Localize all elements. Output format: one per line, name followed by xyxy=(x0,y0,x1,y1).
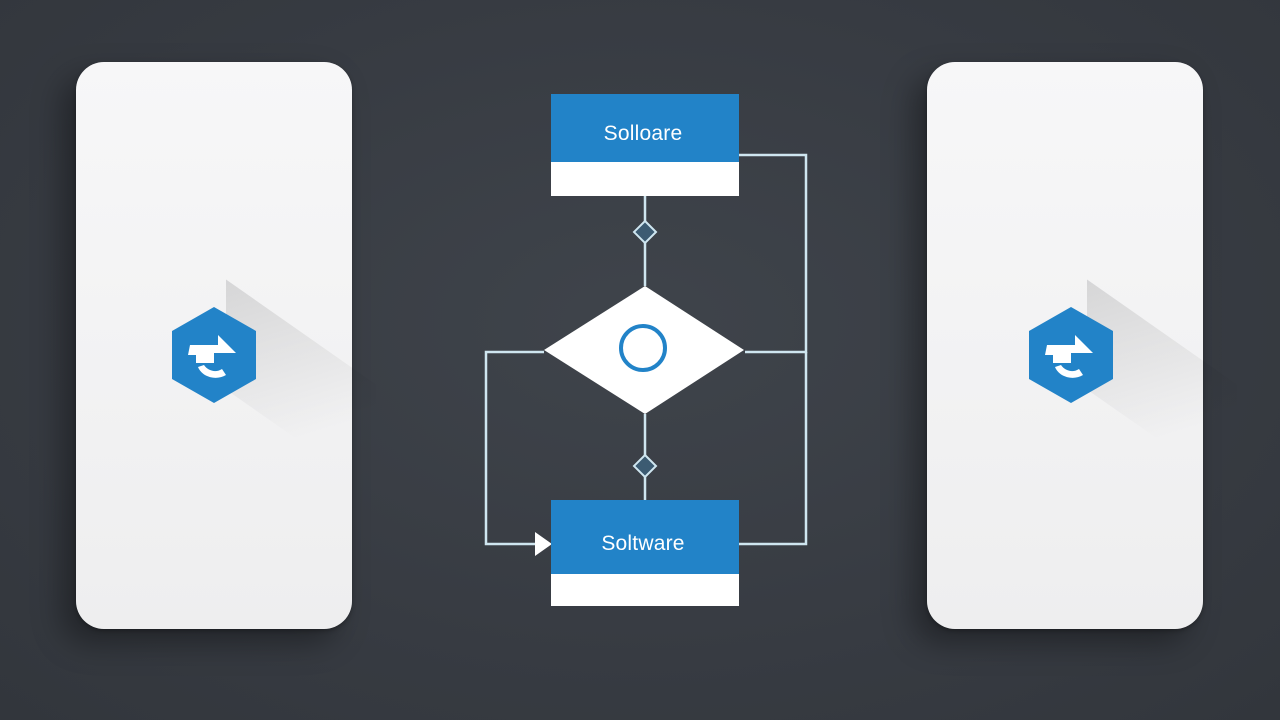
connector-joint-top xyxy=(632,219,658,245)
connector-left-loop xyxy=(484,350,544,546)
bottom-node-label: Soltware xyxy=(601,532,685,555)
decision-node xyxy=(544,286,744,414)
connector-top-right xyxy=(739,153,808,354)
top-node-label: Solloare xyxy=(603,122,683,145)
hex-logo-icon xyxy=(1029,307,1113,403)
arrow-head xyxy=(535,532,552,556)
connector-joint-bottom xyxy=(632,453,658,479)
circle-icon xyxy=(619,324,667,372)
connector-right-bottom xyxy=(739,352,808,546)
left-panel xyxy=(76,62,376,629)
bottom-process-node xyxy=(551,500,739,606)
hex-logo-icon xyxy=(172,307,256,403)
top-process-node xyxy=(551,94,739,196)
right-panel xyxy=(927,62,1237,629)
